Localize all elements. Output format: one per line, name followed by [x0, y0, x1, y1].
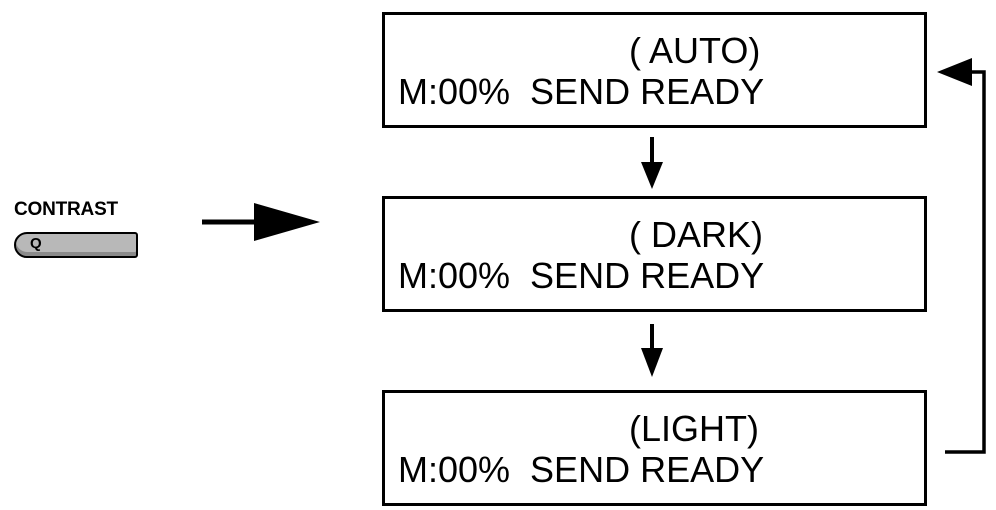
- contrast-key-label: CONTRAST: [14, 199, 118, 220]
- lcd-display-dark: ( DARK) M:00% SEND READY: [382, 196, 927, 312]
- loop-back-arrow-icon: [937, 58, 986, 454]
- display-status-text: M:00% SEND READY: [398, 255, 765, 296]
- display-mode-text: (LIGHT): [629, 408, 759, 449]
- display-status-text: M:00% SEND READY: [398, 449, 765, 490]
- lcd-display-light: (LIGHT) M:00% SEND READY: [382, 390, 927, 506]
- arrow-down-icon: [641, 137, 663, 189]
- display-mode-text: ( AUTO): [629, 30, 761, 71]
- arrow-right-icon: [202, 203, 320, 241]
- contrast-button-icon: Q: [14, 232, 138, 258]
- display-status-text: M:00% SEND READY: [398, 71, 765, 112]
- lcd-display-auto: ( AUTO) M:00% SEND READY: [382, 12, 927, 128]
- arrow-down-icon: [641, 324, 663, 377]
- contrast-key-letter: Q: [30, 235, 42, 252]
- display-mode-text: ( DARK): [629, 214, 763, 255]
